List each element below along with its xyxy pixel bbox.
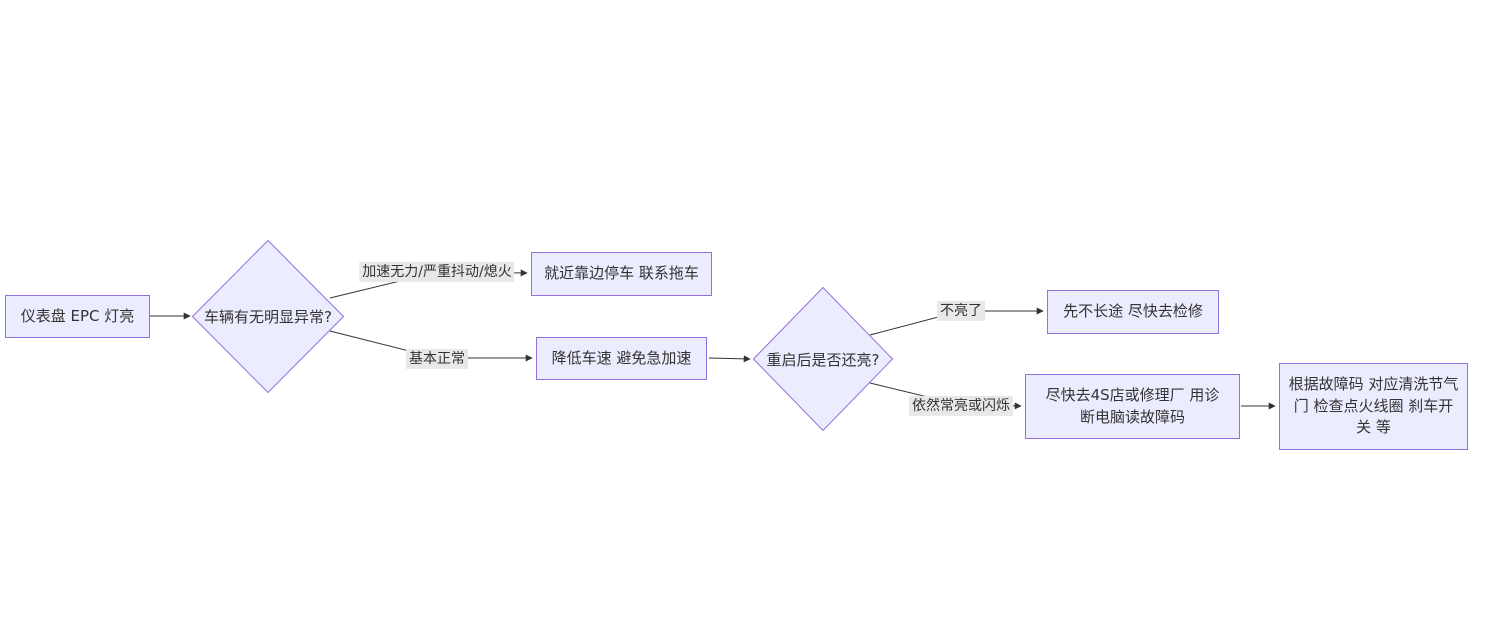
node-decision-abnormal-label: 车辆有无明显异常? [204,308,332,326]
node-start: 仪表盘 EPC 灯亮 [5,295,150,338]
edge-label-light-still-on: 依然常亮或闪烁 [909,395,1013,417]
diamond-shape [753,287,893,431]
node-fix-by-code: 根据故障码 对应清洗节气门 检查点火线圈 刹车开关 等 [1279,363,1468,450]
node-slow-down: 降低车速 避免急加速 [536,337,707,380]
diamond-shape [192,240,344,393]
edge-label-basically-normal: 基本正常 [406,348,468,370]
edge-label-light-off: 不亮了 [937,300,985,322]
edge-label-severe-symptoms: 加速无力/严重抖动/熄火 [359,261,515,283]
edge-slowdown-to-restart [708,355,751,363]
node-go-repair-soon: 先不长途 尽快去检修 [1047,290,1219,334]
node-decision-restart: 重启后是否还亮? [753,287,893,431]
node-garage-diagnose: 尽快去4S店或修理厂 用诊断电脑读故障码 [1025,374,1240,439]
node-decision-restart-label: 重启后是否还亮? [766,350,880,369]
node-decision-abnormal: 车辆有无明显异常? [192,240,344,393]
node-pull-over: 就近靠边停车 联系拖车 [531,252,712,296]
